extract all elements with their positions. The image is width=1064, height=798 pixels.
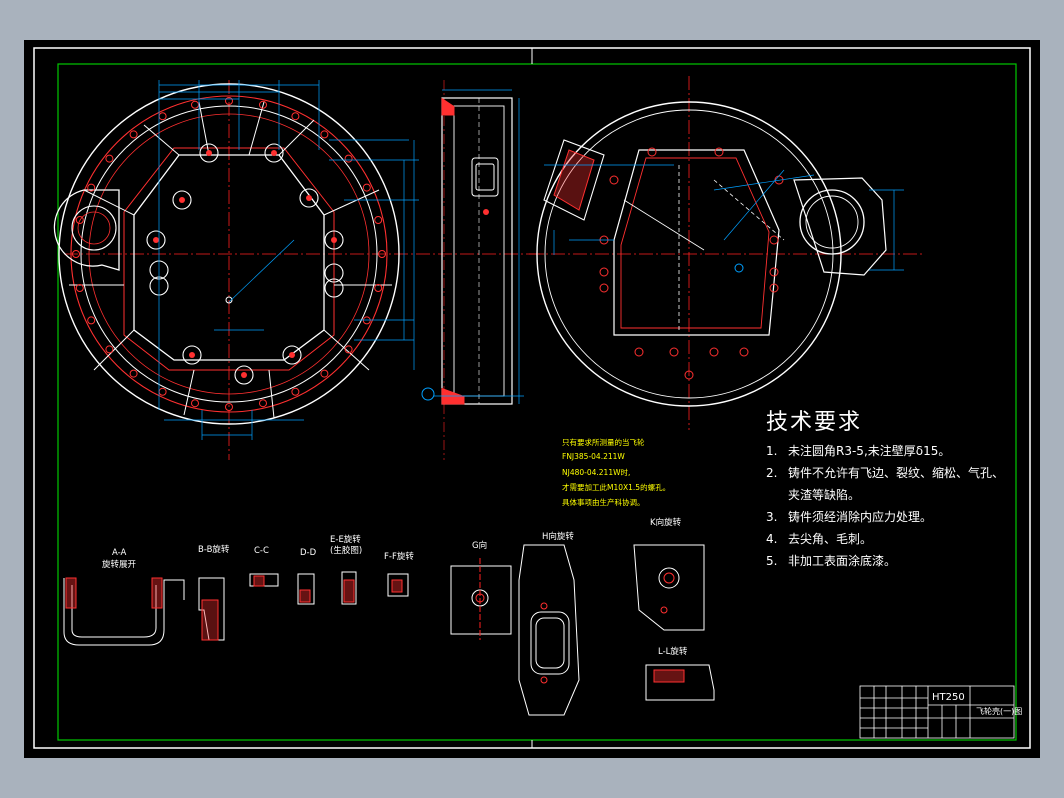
perimeter-hole — [259, 100, 267, 109]
label-k: K向旋转 — [650, 518, 682, 528]
label-bb: B-B旋转 — [198, 545, 230, 555]
title-block — [859, 685, 1015, 739]
perimeter-hole — [72, 250, 80, 258]
rear-view-right — [529, 76, 924, 430]
note-line: 只有要求所测量的当飞轮 — [562, 438, 645, 447]
label-g: G向 — [472, 541, 488, 551]
side-view-middle — [421, 80, 524, 460]
perimeter-hole — [320, 369, 329, 378]
note-line: 才需要加工此M10X1.5的螺孔。 — [562, 483, 671, 492]
note-line: 具体事项由生产科协调。 — [562, 498, 645, 507]
tech-item: 4.去尖角、毛刺。 — [766, 532, 873, 546]
front-view-left — [53, 80, 544, 460]
inner-frame — [57, 63, 1017, 741]
perimeter-hole — [225, 97, 233, 105]
perimeter-hole — [362, 316, 371, 325]
perimeter-hole — [291, 387, 300, 396]
tech-item: 1.未注圆角R3-5,未注壁厚δ15。 — [766, 444, 951, 458]
cad-drawing — [33, 47, 1031, 749]
title-block-material: HT250 — [932, 692, 965, 703]
perimeter-hole — [362, 183, 371, 192]
perimeter-hole — [191, 100, 199, 109]
perimeter-hole — [291, 112, 300, 121]
perimeter-hole — [191, 399, 199, 408]
perimeter-hole — [129, 130, 138, 139]
tech-item: 2.铸件不允许有飞边、裂纹、缩松、气孔、 — [766, 466, 1005, 480]
label-ee: E-E旋转 — [330, 535, 361, 545]
tech-item: 3.铸件须经消除内应力处理。 — [766, 510, 933, 524]
drawing-sheet: 技术要求 1.未注圆角R3-5,未注壁厚δ15。 2.铸件不允许有飞边、裂纹、缩… — [24, 40, 1040, 758]
perimeter-hole — [374, 284, 383, 292]
perimeter-hole — [129, 369, 138, 378]
perimeter-hole — [374, 216, 383, 224]
label-ll: L-L旋转 — [658, 647, 688, 657]
perimeter-hole — [320, 130, 329, 139]
outer-frame — [33, 47, 1031, 749]
note-line: FNJ385-04.211W — [562, 452, 625, 461]
label-ee-sub: (生胶图) — [330, 546, 363, 556]
label-aa: A-A — [112, 548, 127, 558]
perimeter-hole — [344, 154, 353, 163]
perimeter-hole — [158, 387, 167, 396]
label-ff: F-F旋转 — [384, 552, 414, 562]
perimeter-hole — [259, 399, 267, 408]
label-cc: C-C — [254, 546, 269, 556]
tech-item: 5.非加工表面涂底漆。 — [766, 554, 897, 568]
label-h: H向旋转 — [542, 532, 574, 542]
perimeter-hole — [105, 154, 114, 163]
title-block-part-name: 飞轮壳(一)图 — [976, 707, 1023, 716]
perimeter-holes — [72, 97, 386, 411]
perimeter-hole — [225, 403, 233, 411]
perimeter-hole — [75, 216, 84, 224]
tech-item: 夹渣等缺陷。 — [788, 488, 861, 502]
label-dd: D-D — [300, 548, 317, 558]
tech-requirements-title: 技术要求 — [766, 410, 863, 435]
label-aa-sub: 旋转展开 — [102, 560, 137, 570]
perimeter-hole — [75, 284, 84, 292]
perimeter-hole — [105, 345, 114, 354]
perimeter-hole — [344, 345, 353, 354]
perimeter-hole — [158, 112, 167, 121]
note-line: NJ480-04.211W时, — [562, 468, 631, 477]
perimeter-hole — [87, 183, 96, 192]
section-views — [63, 544, 715, 716]
perimeter-hole — [378, 250, 386, 258]
perimeter-hole — [87, 316, 96, 325]
